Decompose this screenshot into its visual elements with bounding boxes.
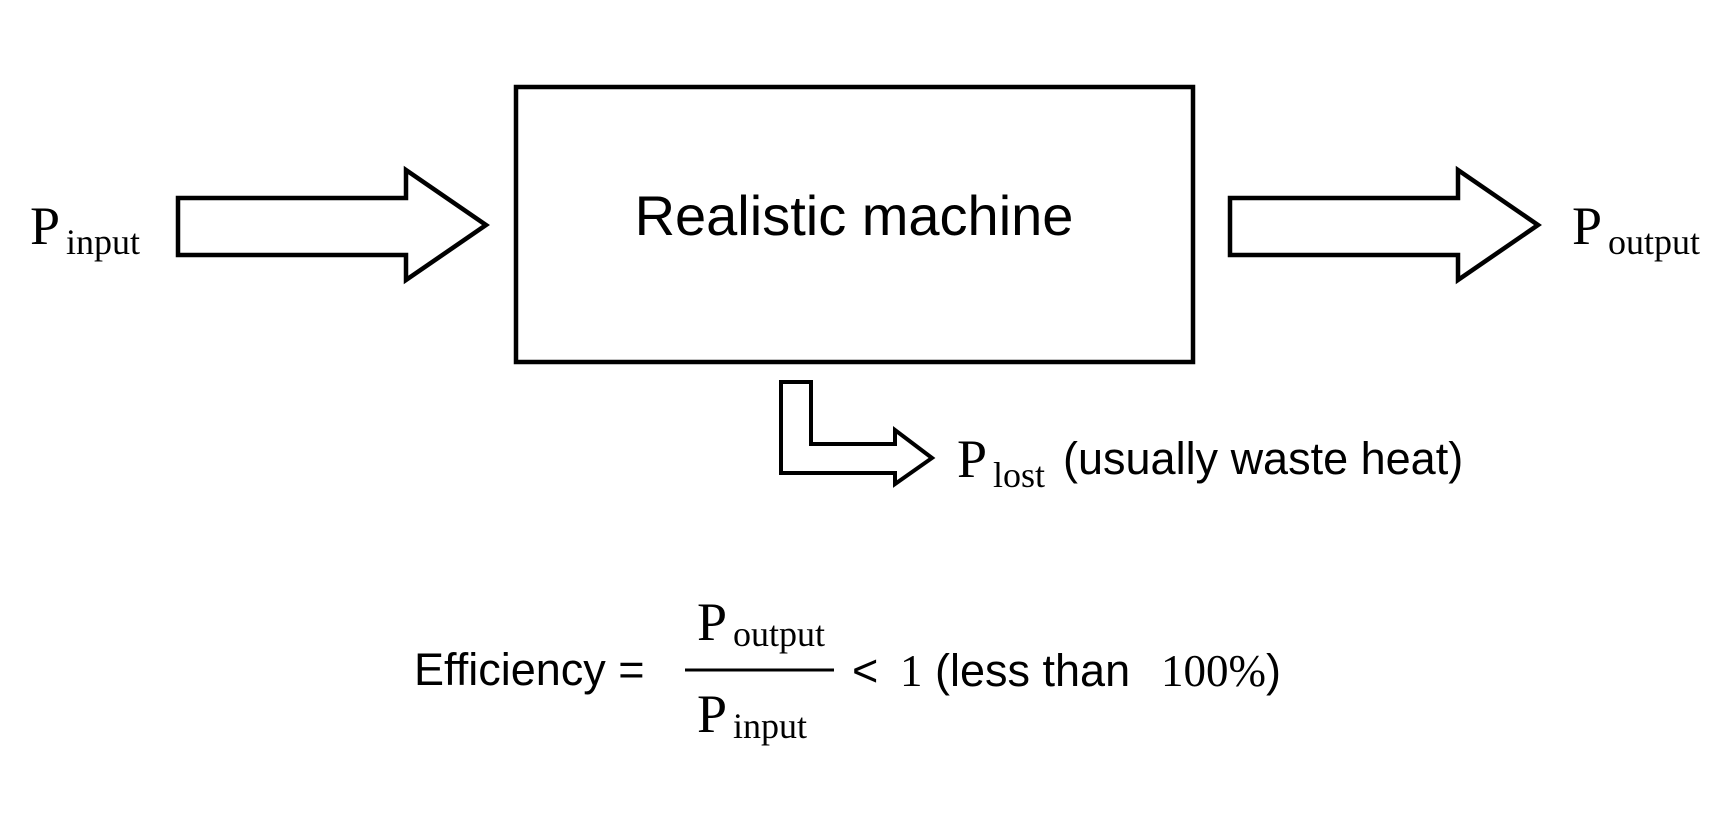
lost-power-label: P lost [957,429,1045,495]
output-power-symbol: P [1572,196,1602,256]
machine-label: Realistic machine [635,184,1074,247]
input-power-symbol: P [30,196,60,256]
denominator-subscript: input [733,706,807,746]
equation-paren-open: (less than [935,645,1130,696]
efficiency-lhs: Efficiency = [414,644,645,695]
equation-denominator: P input [697,684,807,746]
lost-power-subscript: lost [993,455,1045,495]
equation-percent: 100% [1161,646,1266,696]
input-power-arrow [175,165,490,285]
output-power-subscript: output [1608,222,1700,262]
machine-box [513,84,1196,365]
output-power-label: P output [1572,196,1700,262]
input-power-subscript: input [66,222,140,262]
equation-paren-close: ) [1266,645,1281,696]
input-power-label: P input [30,196,140,262]
lost-power-note: (usually waste heat) [1063,433,1463,484]
output-power-arrow [1227,165,1542,285]
equation-bound: 1 [900,646,923,696]
lost-power-symbol: P [957,429,987,489]
denominator-symbol: P [697,684,727,744]
lost-power-arrow [779,380,936,488]
numerator-symbol: P [697,592,727,652]
equation-numerator: P output [697,592,825,654]
numerator-subscript: output [733,614,825,654]
equation-relation: < [852,645,878,696]
